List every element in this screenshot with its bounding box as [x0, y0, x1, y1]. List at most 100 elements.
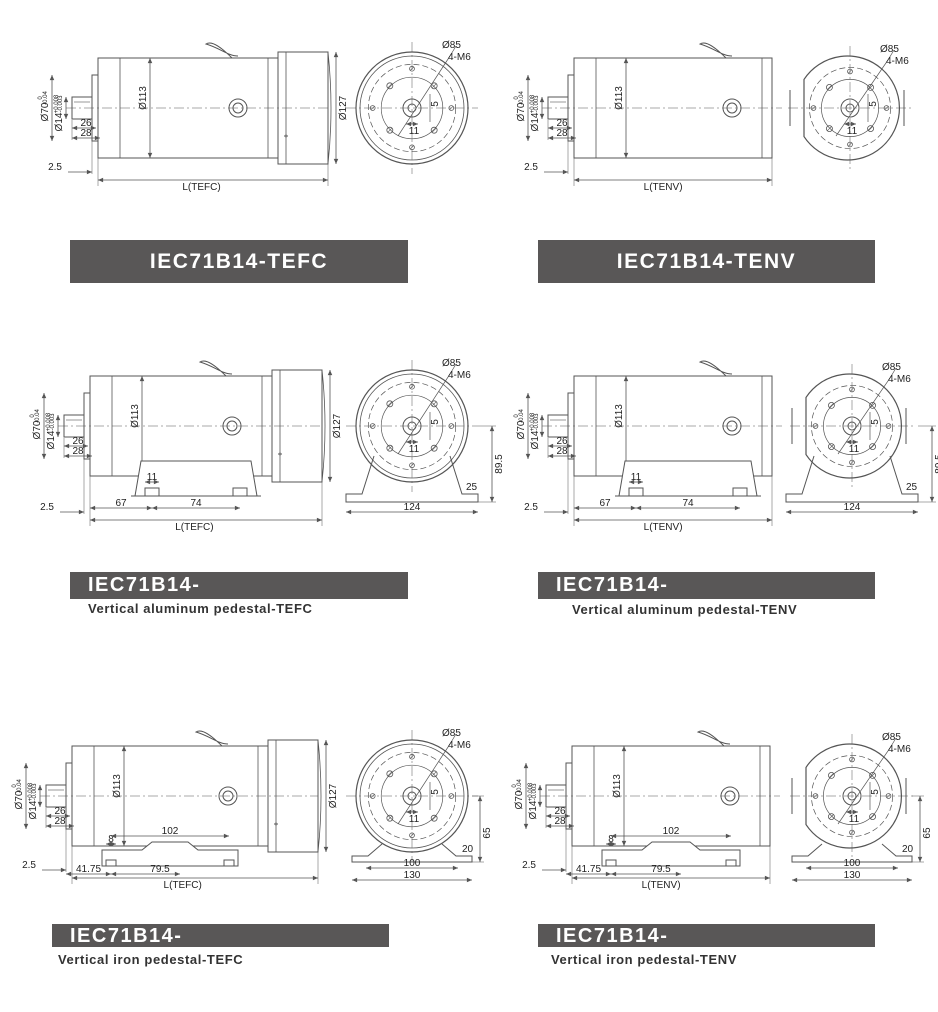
- mounting-hole: [828, 402, 835, 409]
- dimension-label: Ø14: [528, 800, 539, 819]
- cable-gland: [722, 416, 742, 436]
- mounting-hole: [828, 813, 835, 820]
- mounting-hole: [369, 423, 376, 429]
- mounting-hole: [828, 772, 835, 779]
- title-bar-alu-tefc: IEC71B14-: [70, 572, 408, 599]
- dimension-label: 67: [115, 498, 127, 509]
- dimension-label: -0.003: [50, 413, 56, 431]
- mounting-hole: [869, 402, 876, 409]
- dimension-label: Ø14: [28, 800, 39, 819]
- dimension-label: Ø70: [514, 790, 525, 809]
- dimension-label: 100: [844, 858, 861, 869]
- dimension-label: Ø14: [530, 112, 541, 131]
- dimension-label: Ø70: [40, 102, 51, 121]
- mounting-hole: [409, 832, 415, 839]
- iron-pedestal: [601, 841, 741, 867]
- dimension-label: 65: [922, 827, 933, 839]
- dimension-label: Ø85: [442, 40, 461, 51]
- dimension-label: -0.003: [534, 95, 540, 113]
- dimension-label: 25: [906, 482, 918, 493]
- dimension-label: 130: [844, 870, 861, 881]
- motor-end-outline: [803, 55, 900, 161]
- dimension-label: 2.5: [522, 860, 536, 871]
- dimension-label: -0.04: [17, 779, 23, 793]
- dimension-label: 2.5: [48, 162, 62, 173]
- mounting-hole: [869, 772, 876, 779]
- mounting-hole: [812, 793, 819, 799]
- dimension-label: 41.75: [76, 864, 101, 875]
- side-view-p1: Ø127Ø113Ø700-0.04Ø14+0.008-0.0032628L(TE…: [38, 42, 349, 193]
- fan-cover: [271, 369, 323, 483]
- dimension-label: 11: [847, 126, 858, 137]
- dimension-label: 26: [80, 118, 92, 129]
- dimension-label: 11: [409, 126, 420, 137]
- mounting-hole: [430, 400, 438, 408]
- iron-pedestal: [101, 841, 239, 867]
- cable-gland-inner: [726, 102, 738, 114]
- iron-pedestal-front: [791, 843, 913, 863]
- dimension-label: 28: [556, 446, 568, 457]
- subtitle-alu-tenv: Vertical aluminum pedestal-TENV: [572, 602, 798, 617]
- mounting-hole: [430, 444, 438, 452]
- mounting-hole: [869, 443, 876, 450]
- dimension-label: L(TEFC): [182, 182, 220, 193]
- dimension-label: Ø14: [46, 430, 57, 449]
- subtitle-alu-tefc: Vertical aluminum pedestal-TEFC: [88, 601, 313, 616]
- title-bar-iron-tenv: IEC71B14-: [538, 924, 875, 947]
- dimension-label: 100: [404, 858, 421, 869]
- dimension-label: 67: [599, 498, 611, 509]
- dimension-label: 4-M6: [448, 370, 471, 381]
- mounting-hole: [867, 125, 874, 132]
- side-view-p2: Ø113Ø700-0.04Ø14+0.008-0.0032628L(TENV)2…: [514, 42, 782, 193]
- cable-gland-inner: [226, 420, 238, 432]
- mounting-hole: [448, 793, 455, 799]
- dimension-label: 26: [556, 118, 568, 129]
- mounting-hole: [430, 770, 438, 778]
- dimension-label: 28: [554, 816, 566, 827]
- subtitle-iron-tefc: Vertical iron pedestal-TEFC: [58, 952, 244, 967]
- dimension-label: 2.5: [524, 502, 538, 513]
- mounting-hole: [869, 813, 876, 820]
- cable-gland: [222, 416, 242, 436]
- dimension-label: 4-M6: [886, 56, 909, 67]
- mounting-hole: [847, 68, 853, 75]
- dimension-label: Ø127: [328, 783, 339, 808]
- dimension-label: Ø113: [130, 404, 141, 428]
- dimension-label: +0.008: [528, 782, 534, 801]
- mounting-hole: [409, 383, 415, 390]
- dimension-label: 0: [30, 414, 36, 418]
- dimension-label: 74: [682, 498, 694, 509]
- base-slot: [223, 859, 235, 867]
- dimension-label: +0.008: [530, 94, 536, 113]
- dimension-label: -0.04: [35, 409, 41, 423]
- base-slot: [605, 859, 617, 867]
- mounting-hole: [448, 423, 455, 429]
- motor-end-outline: [805, 373, 902, 479]
- mounting-hole: [849, 459, 855, 466]
- dimension-label: +0.008: [28, 782, 34, 801]
- dimension-label: -0.003: [534, 413, 540, 431]
- dimension-label: 4-M6: [448, 740, 471, 751]
- dimension-label: Ø70: [14, 790, 25, 809]
- dimension-label: 26: [554, 806, 566, 817]
- dimension-label: Ø14: [530, 430, 541, 449]
- dimension-label: -0.04: [517, 779, 523, 793]
- dimension-label: 5: [430, 789, 441, 795]
- lead-wires: [698, 360, 733, 377]
- dimension-label: Ø127: [338, 95, 349, 120]
- dimension-label: 28: [72, 446, 84, 457]
- dimension-label: 0: [512, 784, 518, 788]
- dimension-label: 102: [663, 826, 680, 837]
- mounting-hole: [386, 82, 394, 90]
- dimension-label: 11: [409, 814, 420, 825]
- lead-wires: [198, 360, 233, 377]
- mounting-hole: [849, 386, 855, 393]
- lead-wires: [204, 42, 239, 59]
- lead-wires: [698, 42, 733, 59]
- dimension-label: 41.75: [576, 864, 601, 875]
- mounting-hole: [430, 82, 438, 90]
- dimension-label: 26: [556, 436, 568, 447]
- dimension-label: L(TEFC): [175, 522, 213, 533]
